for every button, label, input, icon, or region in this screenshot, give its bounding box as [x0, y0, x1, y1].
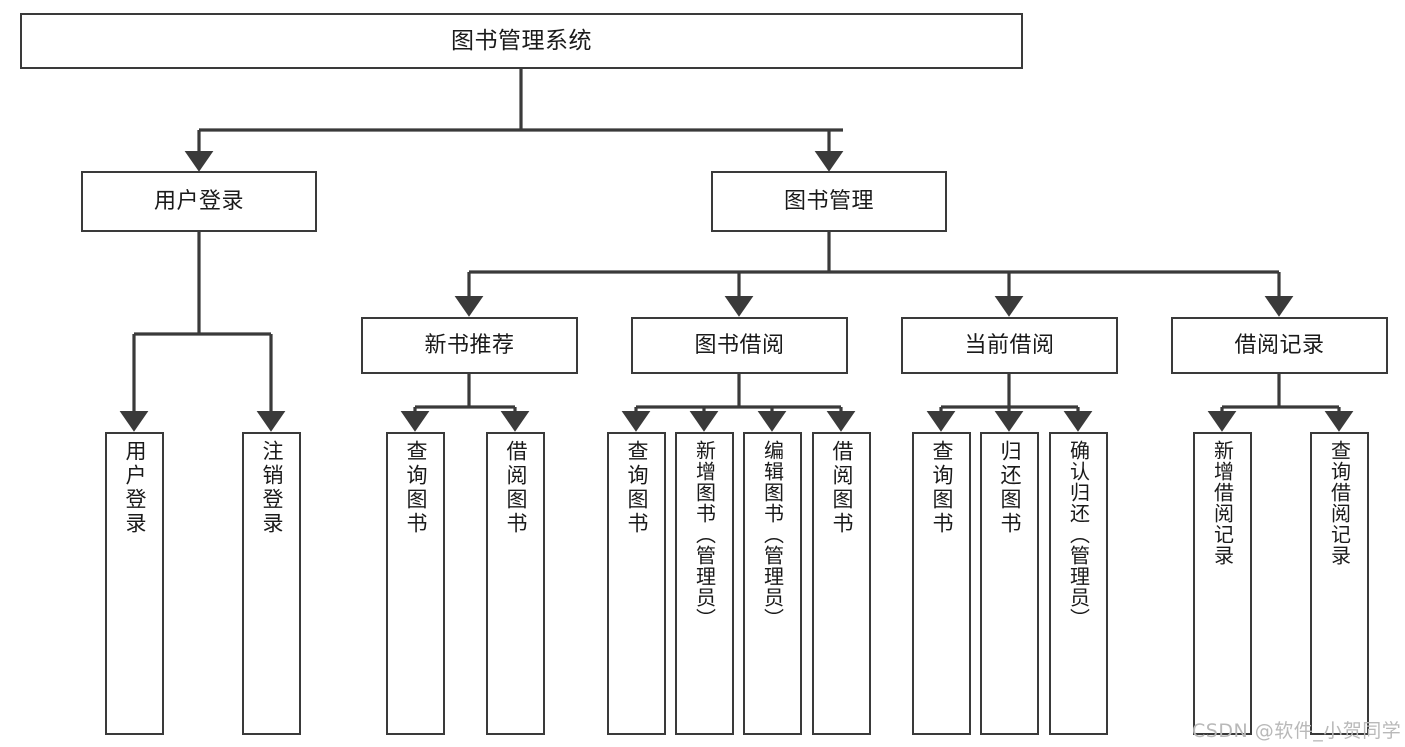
node-label: 新书推荐 — [424, 332, 515, 358]
node-label: 查询借阅记录 — [1327, 440, 1352, 566]
node-label: 当前借阅 — [964, 332, 1055, 358]
node-leaf-query-book-1[interactable]: 查询图书 — [386, 432, 445, 735]
node-label: 注销登录 — [260, 440, 284, 536]
node-label: 图书管理 — [783, 188, 874, 214]
node-label: 借阅记录 — [1234, 332, 1325, 358]
node-label: 图书管理系统 — [451, 27, 592, 54]
node-label: 查询图书 — [625, 440, 649, 536]
node-root-system[interactable]: 图书管理系统 — [20, 13, 1023, 69]
node-label: 借阅图书 — [504, 440, 528, 536]
node-label: 查询图书 — [404, 440, 428, 536]
node-label: 借阅图书 — [830, 440, 854, 536]
node-leaf-add-record[interactable]: 新增借阅记录 — [1193, 432, 1252, 735]
node-leaf-query-book-2[interactable]: 查询图书 — [607, 432, 666, 735]
node-leaf-return-book[interactable]: 归还图书 — [980, 432, 1039, 735]
node-leaf-borrow-book-2[interactable]: 借阅图书 — [812, 432, 871, 735]
node-label: 新增借阅记录 — [1210, 440, 1235, 566]
node-leaf-confirm-return[interactable]: 确认归还（管理员） — [1049, 432, 1108, 735]
node-leaf-edit-book[interactable]: 编辑图书（管理员） — [743, 432, 802, 735]
node-label: 图书借阅 — [694, 332, 785, 358]
csdn-watermark: CSDN @软件_小贺同学 — [1192, 720, 1402, 742]
node-user-login[interactable]: 用户登录 — [81, 171, 317, 232]
node-leaf-borrow-book-1[interactable]: 借阅图书 — [486, 432, 545, 735]
node-new-book-rec[interactable]: 新书推荐 — [361, 317, 578, 374]
node-book-manage[interactable]: 图书管理 — [711, 171, 947, 232]
node-label: 新增图书（管理员） — [692, 440, 717, 629]
node-current-borrow[interactable]: 当前借阅 — [901, 317, 1118, 374]
node-leaf-query-record[interactable]: 查询借阅记录 — [1310, 432, 1369, 735]
node-label: 编辑图书（管理员） — [760, 440, 785, 629]
node-leaf-user-login[interactable]: 用户登录 — [105, 432, 164, 735]
node-label: 归还图书 — [998, 440, 1022, 536]
node-borrow-record[interactable]: 借阅记录 — [1171, 317, 1388, 374]
node-label: 用户登录 — [123, 440, 147, 536]
node-book-borrow[interactable]: 图书借阅 — [631, 317, 848, 374]
node-leaf-add-book[interactable]: 新增图书（管理员） — [675, 432, 734, 735]
node-label: 查询图书 — [930, 440, 954, 536]
node-leaf-user-logout[interactable]: 注销登录 — [242, 432, 301, 735]
node-label: 确认归还（管理员） — [1066, 440, 1091, 629]
node-label: 用户登录 — [153, 188, 244, 214]
node-leaf-query-book-3[interactable]: 查询图书 — [912, 432, 971, 735]
